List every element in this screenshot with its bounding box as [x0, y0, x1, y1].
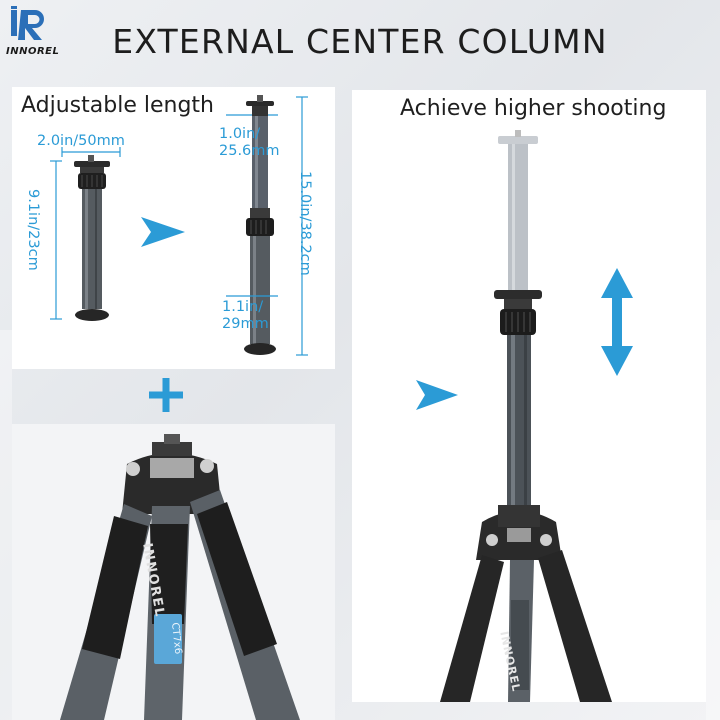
tripod-closeup-image	[12, 424, 335, 720]
logo-icon	[11, 6, 44, 40]
tripod-closeup-panel: INNOREL CT7x6	[12, 424, 335, 720]
arrow-right-icon	[141, 217, 185, 247]
bottom-section-length-label: 1.1in/ 29mm	[222, 299, 269, 332]
total-length-label: 15.0in/38.2cm	[297, 171, 313, 276]
raised-tripod-image	[440, 130, 612, 702]
short-column-height-label: 9.1in/23cm	[25, 189, 41, 271]
brand-logo: INNOREL	[6, 6, 64, 58]
higher-shooting-panel: Achieve higher shooting INNOREL	[352, 90, 706, 702]
adjustable-length-panel: Adjustable length 2.0in/50mm 9.1in/23cm	[12, 87, 335, 369]
double-arrow-vertical-icon	[601, 268, 633, 376]
background-tile	[706, 520, 720, 720]
arrow-right-icon	[416, 380, 458, 410]
higher-shooting-heading: Achieve higher shooting	[400, 96, 667, 121]
brand-name: INNOREL	[6, 46, 60, 57]
top-section-length-label: 1.0in/ 25.6mm	[219, 126, 280, 159]
background-tile	[0, 330, 12, 720]
short-column-width-label: 2.0in/50mm	[37, 133, 125, 149]
plus-icon	[149, 378, 183, 412]
adjustable-length-heading: Adjustable length	[21, 93, 214, 118]
page-title: EXTERNAL CENTER COLUMN	[112, 22, 608, 61]
extended-column-image	[226, 95, 308, 356]
short-column-image	[50, 147, 121, 321]
